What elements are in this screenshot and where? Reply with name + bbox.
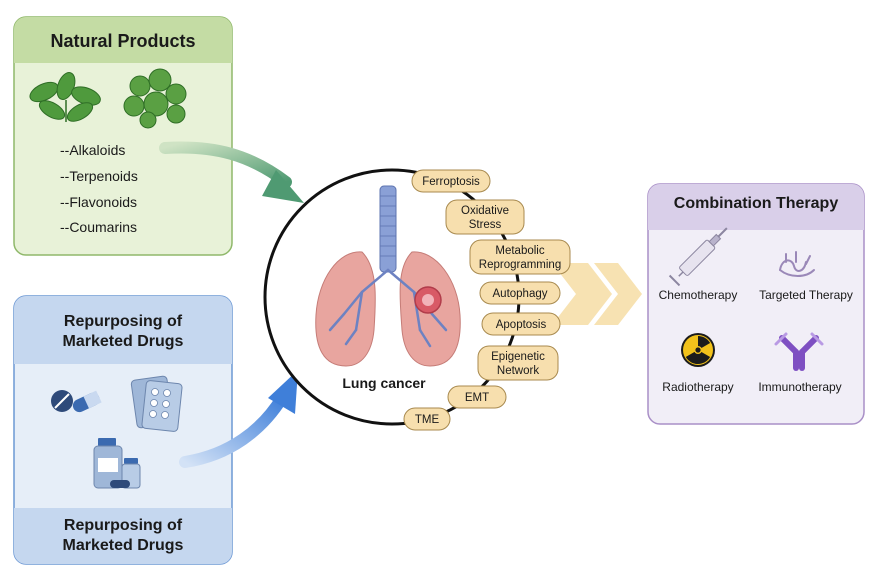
mechanism-tag-emt: EMT: [447, 385, 507, 409]
natural-products-panel: Natural Products --Alkaloi: [13, 16, 233, 256]
natural-product-item: --Alkaloids: [60, 142, 125, 158]
mechanism-tags: Ferroptosis Oxidative Stress Metabolic R…: [403, 169, 571, 431]
natural-product-item: --Terpenoids: [60, 168, 138, 184]
svg-text:Oxidative: Oxidative: [461, 205, 509, 217]
antibody-fragment-icon: [779, 251, 815, 277]
svg-text:EMT: EMT: [465, 392, 489, 404]
blister-pack-icon: [130, 375, 183, 432]
natural-products-arrow: [159, 141, 304, 203]
svg-text:TME: TME: [415, 414, 440, 426]
syringe-icon: [668, 227, 728, 287]
therapy-label-targeted-therapy: Targeted Therapy: [759, 288, 853, 302]
therapy-label-chemotherapy: Chemotherapy: [659, 288, 738, 302]
lungs-icon: [315, 185, 461, 367]
combination-therapy-panel: Combination Therapy Chemotherapy Targete…: [647, 183, 865, 425]
repurposing-title-line2: Marketed Drugs: [63, 333, 184, 350]
antibody-icon: [779, 335, 819, 371]
therapy-label-radiotherapy: Radiotherapy: [662, 380, 733, 394]
repurposing-bottom-line2: Marketed Drugs: [63, 537, 184, 554]
mechanism-tag-autophagy: Autophagy: [479, 281, 561, 305]
plant-herb-icon: [123, 68, 187, 129]
mechanism-tag-ferroptosis: Ferroptosis: [411, 169, 491, 193]
mechanism-tag-apoptosis: Apoptosis: [481, 312, 561, 336]
lung-cancer-label: Lung cancer: [342, 375, 426, 391]
mechanism-tag-tme: TME: [403, 407, 451, 431]
mechanism-tag-oxidative-stress: Oxidative Stress: [445, 199, 525, 235]
medicine-bottles-icon: [93, 438, 141, 489]
plant-leaves-icon: [29, 72, 101, 122]
svg-text:Apoptosis: Apoptosis: [496, 319, 547, 331]
radiation-icon: [681, 333, 715, 367]
svg-text:Ferroptosis: Ferroptosis: [422, 176, 480, 188]
natural-products-title: Natural Products: [50, 31, 195, 51]
repurposing-bottom-line1: Repurposing of: [64, 517, 183, 534]
progression-chevrons: [552, 263, 642, 325]
repurposing-title-line1: Repurposing of: [64, 313, 183, 330]
mechanism-tag-epigenetic-network: Epigenetic Network: [477, 345, 559, 381]
natural-product-item: --Flavonoids: [60, 194, 137, 210]
therapy-label-immunotherapy: Immunotherapy: [758, 380, 841, 394]
repurposing-arrow: [179, 370, 298, 468]
svg-text:Stress: Stress: [469, 219, 502, 231]
svg-text:Epigenetic: Epigenetic: [491, 351, 545, 363]
svg-text:Metabolic: Metabolic: [495, 245, 544, 257]
combination-therapy-title: Combination Therapy: [674, 195, 839, 212]
mechanism-tag-metabolic-reprogramming: Metabolic Reprogramming: [469, 239, 571, 275]
natural-product-item: --Coumarins: [60, 219, 137, 235]
svg-text:Autophagy: Autophagy: [493, 288, 548, 300]
repurposing-panel: Repurposing of Marketed Drugs Repurposin…: [13, 295, 233, 565]
svg-text:Network: Network: [497, 365, 539, 377]
svg-text:Reprogramming: Reprogramming: [479, 259, 561, 271]
pills-icon: [51, 390, 102, 413]
